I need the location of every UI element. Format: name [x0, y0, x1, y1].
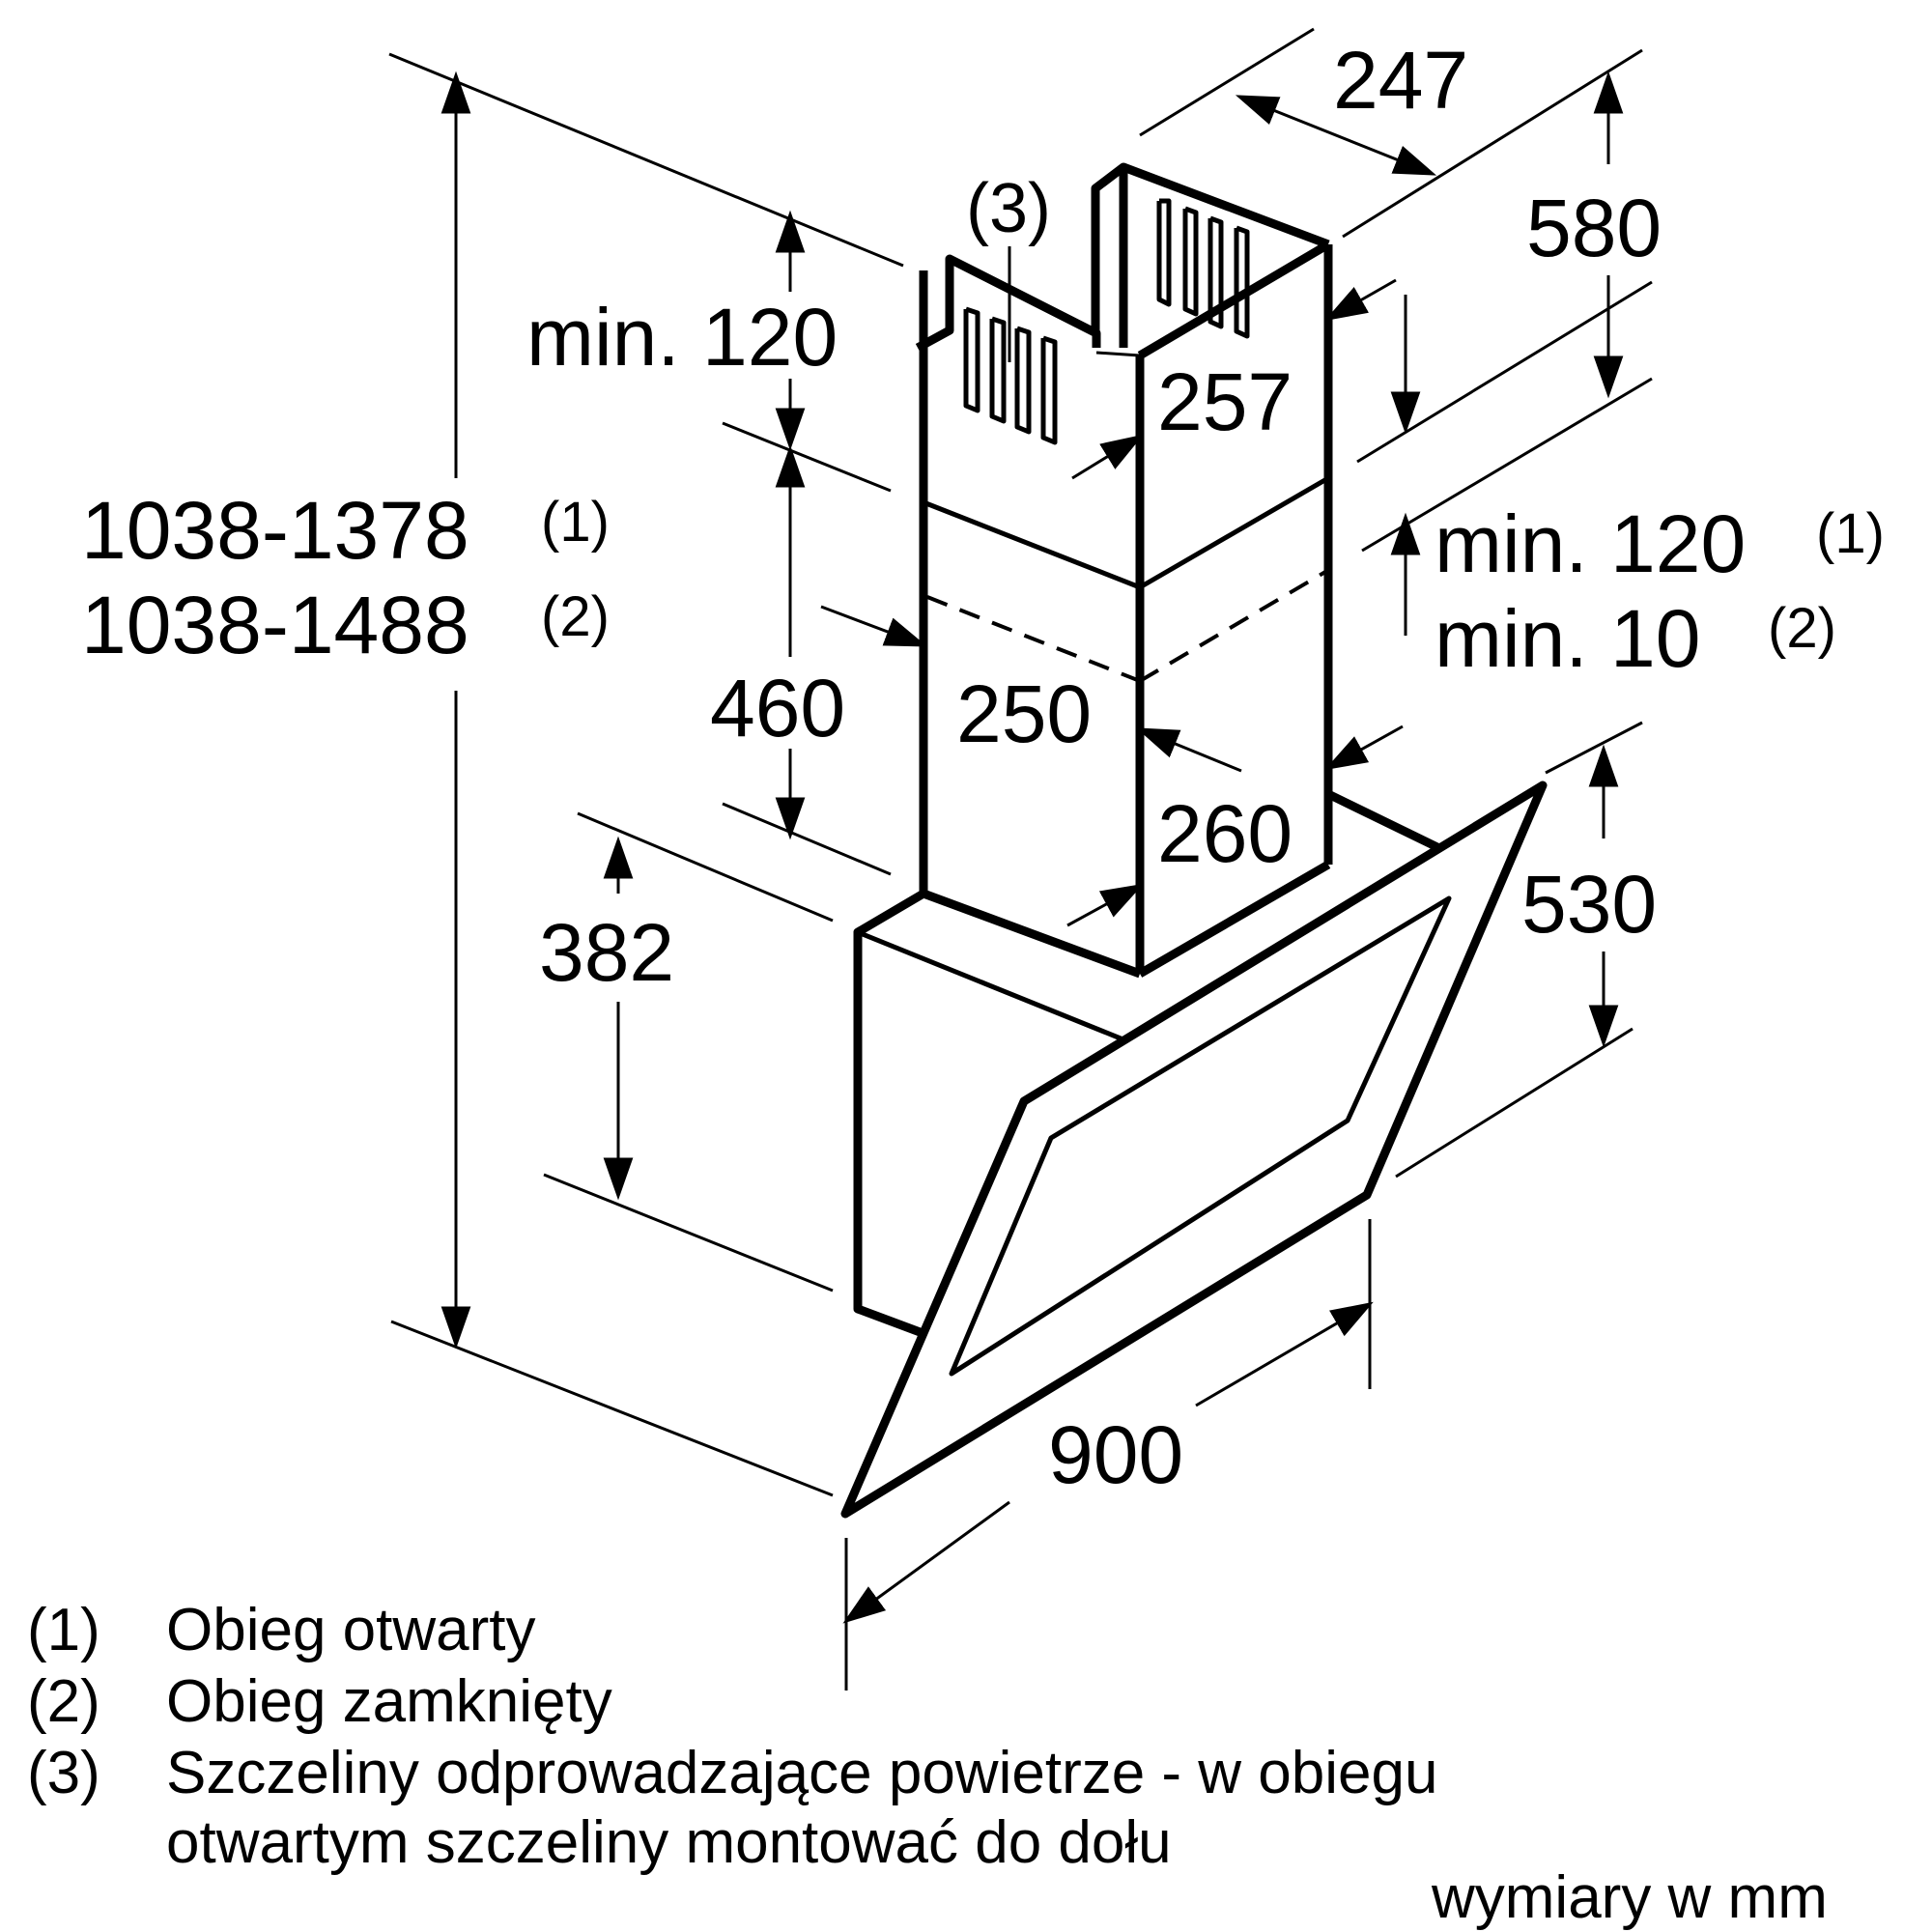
dim-260: 260: [1157, 788, 1293, 879]
dim-382: 382: [539, 907, 674, 998]
dim-250: 250: [956, 668, 1092, 759]
dim-247: 247: [1333, 35, 1468, 126]
dim-range-1-sup: (1): [541, 491, 610, 554]
dim-460: 460: [710, 663, 845, 753]
dim-580: 580: [1526, 183, 1662, 273]
dim-900: 900: [1048, 1409, 1183, 1500]
hood-body: [840, 781, 1548, 1519]
legend-text-2: Obieg zamknięty: [166, 1668, 612, 1735]
legend-text-1: Obieg otwarty: [166, 1597, 536, 1663]
dim-257: 257: [1157, 356, 1293, 447]
air-slits-upper: [963, 198, 1250, 445]
legend: (1) Obieg otwarty (2) Obieg zamknięty (3…: [27, 1597, 1828, 1931]
dimension-lines: [388, 27, 1653, 1690]
dim-min-120-right-sup: (1): [1816, 502, 1885, 565]
dim-range-2: 1038-1488: [81, 580, 469, 670]
legend-key-1: (1): [27, 1597, 100, 1663]
dim-min-120-top: min. 120: [526, 292, 838, 383]
dim-range-2-sup: (2): [541, 585, 610, 648]
dim-min-120-right: min. 120: [1435, 498, 1746, 589]
legend-key-2: (2): [27, 1668, 100, 1735]
dim-min-10-sup: (2): [1768, 597, 1836, 660]
legend-text-3: Szczeliny odprowadzające powietrze - w o…: [166, 1740, 1437, 1806]
dimension-labels: 247 580 (3) min. 120 257 1038-1378 (1) 1…: [81, 35, 1885, 1500]
units-note: wymiary w mm: [1431, 1864, 1828, 1931]
dim-530: 530: [1521, 859, 1657, 950]
dim-range-1: 1038-1378: [81, 485, 469, 576]
dim-min-10: min. 10: [1435, 593, 1700, 684]
legend-text-3b: otwartym szczeliny montować do dołu: [166, 1809, 1172, 1876]
legend-key-3: (3): [27, 1740, 100, 1806]
label-3: (3): [966, 170, 1051, 247]
chimney-lower-section: [919, 473, 1333, 979]
